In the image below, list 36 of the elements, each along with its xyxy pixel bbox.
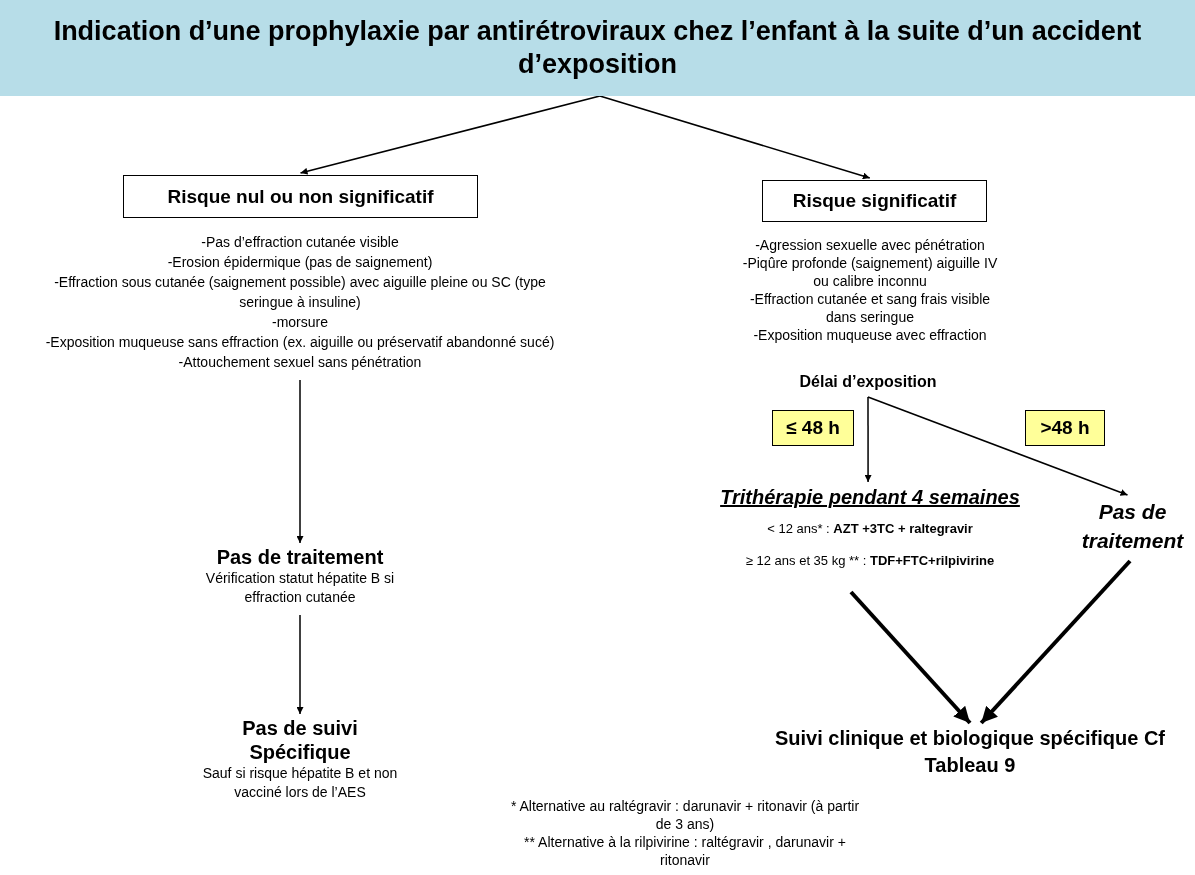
process-box: Risque nul ou non significatif — [123, 175, 478, 218]
title-band — [0, 0, 1195, 96]
arrow — [849, 590, 972, 725]
arrow — [296, 379, 304, 544]
criteria-text: -Agression sexuelle avec pénétration — [754, 236, 986, 254]
node-text: Suivi clinique et biologique spécifique Cf Tableau 9 — [745, 725, 1195, 779]
node-text: < 12 ans* : AZT +3TC + raltegravir — [766, 520, 974, 538]
criteria-text: -Piqûre profonde (saignement) aiguille IV ou calibre inconnu — [741, 254, 999, 290]
node-text: Sauf si risque hépatite B et non vacciné lors de l’AES — [201, 764, 399, 802]
arrow — [979, 559, 1132, 725]
footnote: ** Alternative à la rilpivirine : raltégravir , darunavir + ritonavir — [523, 833, 847, 869]
node-text: ≥ 12 ans et 35 kg ** : TDF+FTC+rilpivirine — [744, 552, 996, 570]
arrow — [599, 95, 871, 180]
node-heading: Trithérapie pendant 4 semaines — [719, 485, 1021, 510]
node-text: -Exposition muqueuse sans effraction (ex. aiguille ou préservatif abandonné sucé) — [44, 333, 556, 352]
node-text: -Attouchement sexuel sans pénétration — [177, 353, 423, 372]
node-text: Délai d’exposition — [768, 371, 968, 393]
node-text: -Erosion épidermique (pas de saignement) — [166, 253, 434, 272]
arrow — [299, 95, 601, 175]
edge-label: ≤ 48 h — [772, 410, 854, 446]
node-text: Vérification statut hépatite B si effraction cutanée — [204, 569, 396, 607]
arrow — [296, 614, 304, 715]
criteria-text: -Effraction cutanée et sang frais visible dans seringue — [748, 290, 992, 326]
process-box: Risque significatif — [762, 180, 987, 222]
arrow — [867, 396, 1129, 496]
criteria-text: -Exposition muqueuse avec effraction — [752, 326, 988, 344]
node-heading: Pas de traitement — [215, 545, 385, 569]
node-text: -Effraction sous cutanée (saignement possible) avec aiguille pleine ou SC (type seringue à insuline) — [53, 273, 547, 312]
edge-label: >48 h — [1025, 410, 1105, 446]
arrow — [864, 396, 872, 483]
node-text: Pas de traitement — [1070, 497, 1195, 555]
title-text: Indication d’une prophylaxie par antirétroviraux chez l’enfant à la suite d’un accident d’exposition — [52, 15, 1143, 81]
node-text: -Pas d’effraction cutanée visible — [200, 233, 400, 252]
node-text: -morsure — [271, 313, 329, 332]
footnote: * Alternative au raltégravir : darunavir + ritonavir (à partir de 3 ans) — [510, 797, 860, 833]
node-heading: Pas de suivi Spécifique — [241, 716, 359, 764]
